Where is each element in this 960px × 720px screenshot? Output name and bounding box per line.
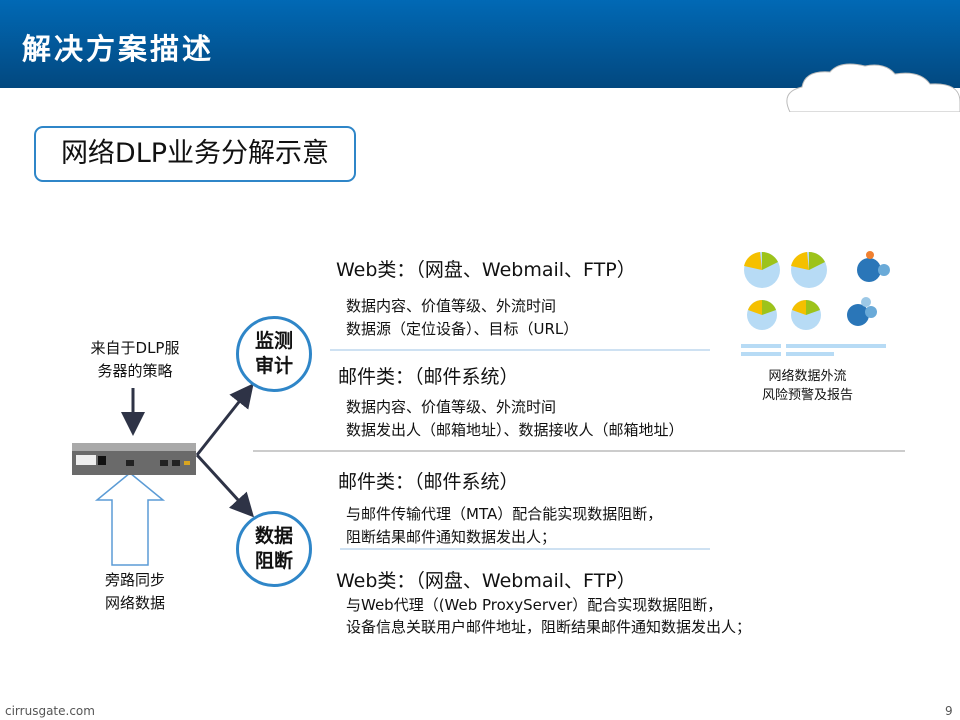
monitor-web-line: 数据内容、价值等级、外流时间 bbox=[346, 297, 557, 315]
block-web-title: Web类：（网盘、Webmail、FTP） bbox=[336, 570, 636, 592]
header-bar bbox=[0, 0, 960, 88]
bypass-arrow bbox=[94, 472, 166, 566]
monitor-mail-title: 邮件类：（邮件系统） bbox=[338, 366, 519, 388]
monitor-arrow bbox=[195, 383, 254, 456]
block-web-line: 设备信息关联用户邮件地址，阻断结果邮件通知数据发出人； bbox=[346, 618, 752, 636]
policy-label: 来自于DLP服务器的策略 bbox=[90, 339, 180, 380]
data-block-node: 数据阻断 bbox=[236, 511, 312, 587]
block-web-line: 与Web代理（(Web ProxyServer）配合实现数据阻断， bbox=[346, 596, 723, 614]
report-caption: 网络数据外流风险预警及报告 bbox=[761, 369, 853, 403]
block-arrow bbox=[195, 453, 255, 518]
page-number: 9 bbox=[945, 704, 953, 718]
subtitle-box: 网络DLP业务分解示意 bbox=[34, 126, 356, 182]
bypass-label: 旁路同步网络数据 bbox=[104, 571, 165, 612]
block-mail-line: 与邮件传输代理（MTA）配合能实现数据阻断， bbox=[346, 505, 663, 523]
monitor-mail-line: 数据发出人（邮箱地址）、数据接收人（邮箱地址） bbox=[346, 421, 684, 439]
footer-site: cirrusgate.com bbox=[5, 704, 95, 718]
monitor-web-title: Web类：（网盘、Webmail、FTP） bbox=[336, 259, 636, 281]
monitor-audit-node: 监测审计 bbox=[236, 316, 312, 392]
report-dashboard-image bbox=[738, 248, 893, 360]
monitor-web-line: 数据源（定位设备）、目标（URL） bbox=[346, 320, 579, 338]
page-title: 解决方案描述 bbox=[22, 32, 215, 66]
block-mail-line: 阻断结果邮件通知数据发出人； bbox=[346, 528, 557, 546]
monitor-mail-line: 数据内容、价值等级、外流时间 bbox=[346, 398, 557, 416]
cloud-decoration bbox=[786, 63, 960, 112]
block-mail-title: 邮件类：（邮件系统） bbox=[338, 471, 519, 493]
dlp-appliance-icon bbox=[72, 443, 196, 475]
